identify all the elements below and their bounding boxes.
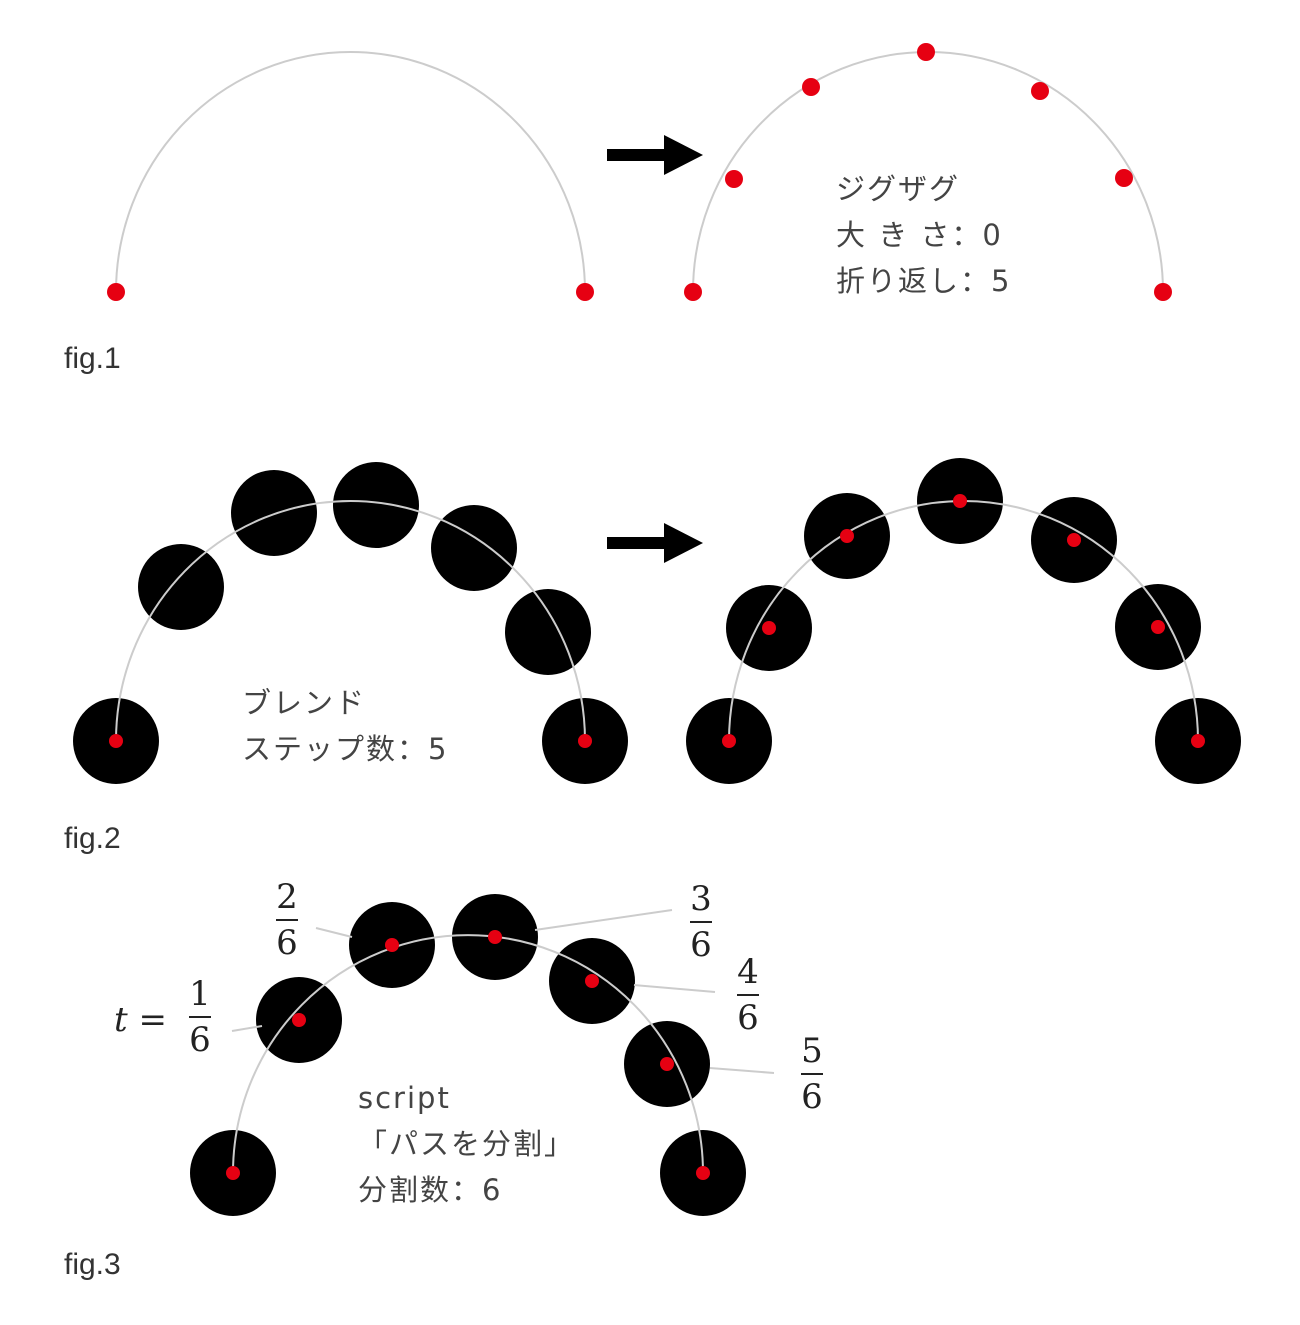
anchor-point [107, 283, 125, 301]
setting-line: 折り返し：5 [836, 264, 1012, 298]
setting-line: script [358, 1081, 451, 1115]
anchor-point [917, 43, 935, 61]
setting-line: ステップ数：5 [242, 732, 449, 766]
arrow-icon [607, 523, 703, 563]
anchor-point [1031, 82, 1049, 100]
t-label: t = [114, 1000, 167, 1040]
anchor-point [576, 283, 594, 301]
arrow-icon [607, 135, 703, 175]
fig3-split-path [190, 894, 746, 1216]
fig1-settings: ジグザグ 大 き さ：0 折り返し：5 [836, 166, 1011, 304]
leader-lines [231, 909, 775, 1074]
setting-line: 大 き さ：0 [836, 218, 1003, 252]
anchor-point [1115, 169, 1133, 187]
setting-line: 「パスを分割」 [358, 1127, 576, 1161]
setting-line: ブレンド [242, 686, 367, 720]
fig2-settings: ブレンド ステップ数：5 [242, 680, 448, 772]
fig1-original-path [107, 51, 594, 301]
fig2-blend-left [73, 462, 628, 784]
setting-line: ジグザグ [836, 172, 961, 206]
anchor-point [802, 78, 820, 96]
fig2-blend-right [686, 458, 1241, 784]
fig2-caption: fig.2 [64, 822, 121, 855]
anchor-point [684, 283, 702, 301]
anchor-point [725, 170, 743, 188]
anchor-point [1154, 283, 1172, 301]
setting-line: 分割数：6 [358, 1173, 503, 1207]
fig1-caption: fig.1 [64, 342, 121, 375]
fig1-zigzag-path [684, 43, 1172, 301]
fig3-settings: script 「パスを分割」 分割数：6 [358, 1075, 575, 1213]
fig3-caption: fig.3 [64, 1248, 121, 1281]
